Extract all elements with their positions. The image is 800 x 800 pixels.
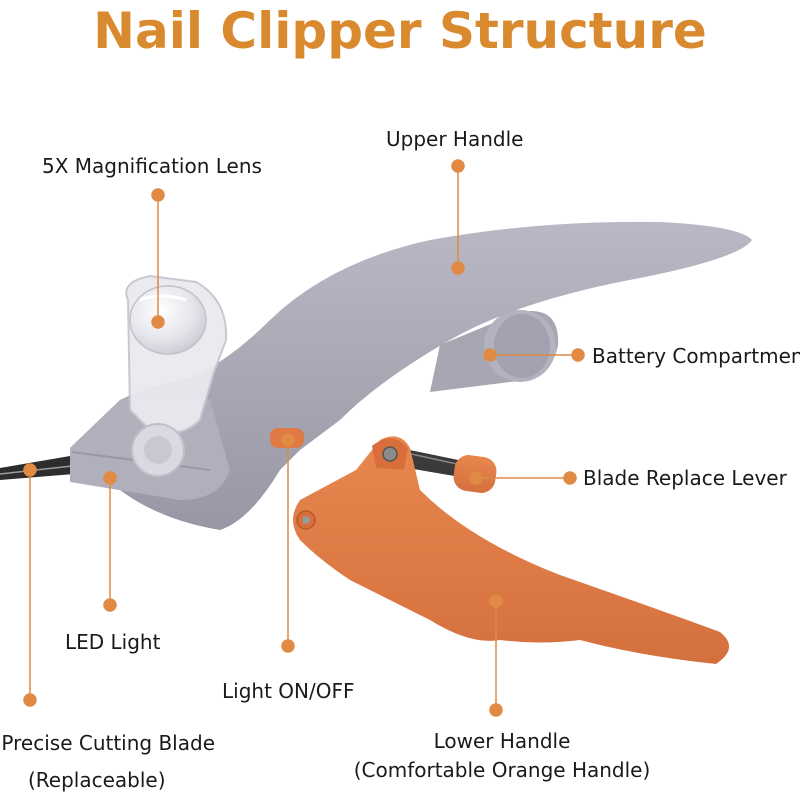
label-upper-handle: Upper Handle (386, 127, 524, 151)
label-light-on-off: Light ON/OFF (222, 679, 355, 703)
leader-dot-switch (281, 433, 295, 447)
label-led-light: LED Light (65, 630, 161, 654)
leader-lines (23, 159, 585, 717)
leader-dot-lens (151, 188, 165, 202)
leader-dot-led (103, 471, 117, 485)
diagram-title: Nail Clipper Structure (93, 2, 707, 60)
magnification-lens (125, 274, 228, 477)
lower-handle (293, 436, 730, 664)
label-blade-replace-lever: Blade Replace Lever (583, 466, 787, 490)
leader-dot-lever (469, 471, 483, 485)
label-cutting-blade-note: (Replaceable) (28, 768, 166, 792)
label-lower-handle-note: (Comfortable Orange Handle) (353, 758, 651, 782)
label-battery-compartment: Battery Compartment (592, 344, 800, 368)
leader-dot-blade (23, 463, 37, 477)
leader-dot-lower-handle (489, 594, 503, 608)
leader-dot-battery (483, 348, 497, 362)
label-magnification-lens: 5X Magnification Lens (42, 154, 262, 178)
leader-dot-upper-handle (451, 159, 465, 173)
label-lower-handle: Lower Handle (433, 729, 571, 753)
label-cutting-blade: Precise Cutting Blade (1, 731, 215, 755)
